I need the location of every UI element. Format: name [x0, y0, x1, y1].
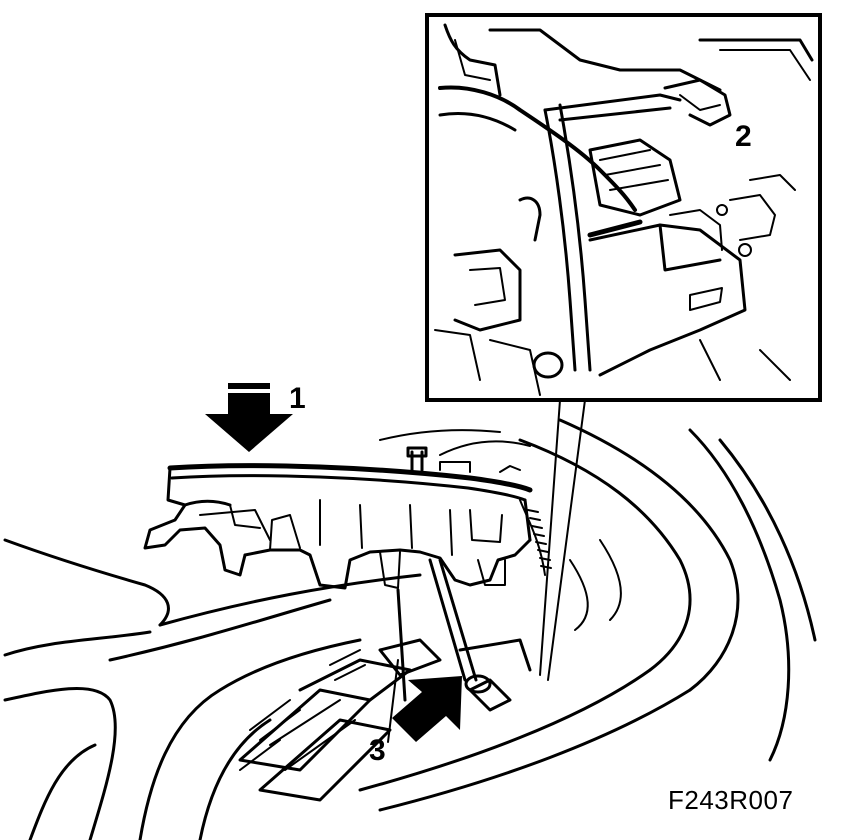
callout-1-label: 1: [289, 382, 306, 415]
callout-3-label: 3: [369, 734, 386, 767]
console-bracket-part: [143, 446, 552, 702]
detail-inset: [425, 13, 822, 402]
callout-2-label: 2: [735, 120, 752, 153]
arrow-3-icon: [392, 676, 462, 742]
center-tunnel-outline: [3, 418, 817, 840]
figure-code: F243R007: [668, 785, 794, 815]
lower-slide-mechanism: [238, 638, 532, 802]
arrow-1-icon: [205, 383, 293, 452]
